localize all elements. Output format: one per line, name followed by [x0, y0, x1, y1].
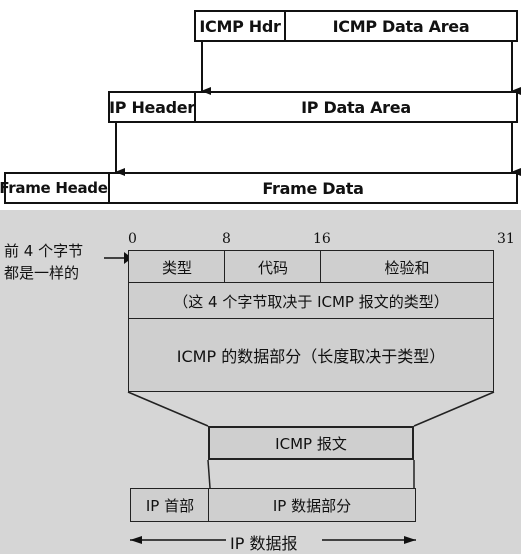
bit-tick-31: 31: [497, 231, 515, 247]
bit-tick-16: 16: [313, 231, 331, 247]
ip-data-area-box: IP Data Area: [196, 91, 518, 123]
icmp-hdr-box: ICMP Hdr: [194, 10, 286, 42]
field-checksum: 检验和: [320, 250, 494, 284]
side-note-line1: 前 4 个字节: [4, 242, 84, 260]
link-left: [207, 459, 211, 489]
ip-datagram-label: IP 数据报: [230, 534, 298, 553]
ip-data-part-box: IP 数据部分: [208, 488, 416, 522]
frame-header-box: Frame Header: [0, 172, 115, 204]
bit-tick-8: 8: [222, 231, 231, 247]
frame-data-box: Frame Data: [110, 172, 518, 204]
icmp-message-box: ICMP 报文: [208, 426, 414, 460]
bit-tick-0: 0: [128, 231, 137, 247]
type-dependent-row: （这 4 个字节取决于 ICMP 报文的类型）: [128, 282, 494, 320]
funnel-right: [413, 391, 495, 427]
icmp-data-part: ICMP 的数据部分（长度取决于类型）: [128, 318, 494, 392]
field-type: 类型: [128, 250, 226, 284]
ip-header-box: IP Header: [108, 91, 196, 123]
funnel-left: [127, 391, 209, 427]
icmp-data-area-box: ICMP Data Area: [286, 10, 518, 42]
field-code: 代码: [224, 250, 322, 284]
ip-head-box: IP 首部: [130, 488, 210, 522]
side-note-line2: 都是一样的: [4, 264, 80, 282]
